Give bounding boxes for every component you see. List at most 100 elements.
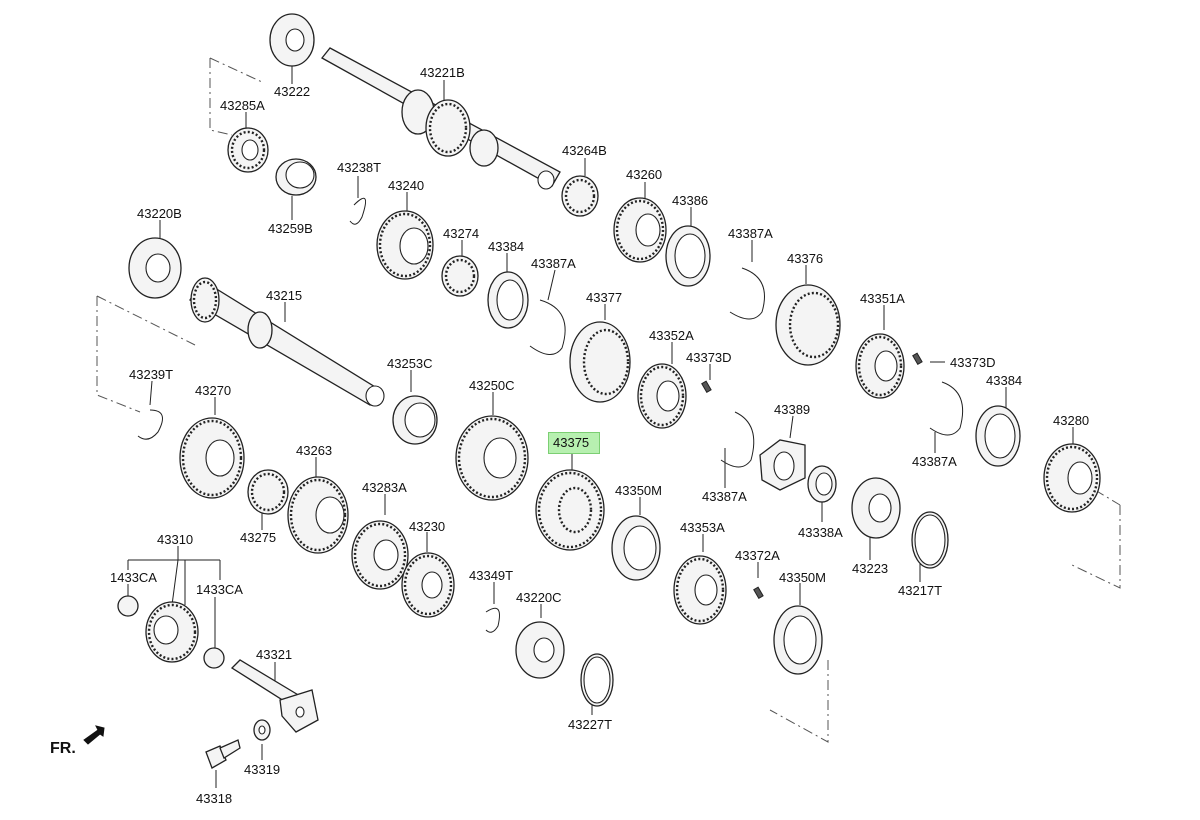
idler-gear-43310 — [145, 601, 199, 663]
label-43384-upper[interactable]: 43384 — [488, 239, 525, 254]
gear-43375 — [535, 469, 605, 551]
label-43221B[interactable]: 43221B — [420, 65, 465, 80]
label-43376[interactable]: 43376 — [787, 251, 824, 266]
label-43353A[interactable]: 43353A — [680, 520, 725, 535]
label-43387A-2[interactable]: 43387A — [728, 226, 773, 241]
snap-ring-43387A-2 — [729, 267, 765, 320]
bearing-43220B — [128, 237, 182, 299]
gear-43230 — [401, 552, 455, 618]
sync-ring-43386 — [665, 225, 711, 287]
shim-43227T — [580, 653, 614, 707]
label-43350M-upper[interactable]: 43350M — [615, 483, 662, 498]
needle-bearing-43274 — [441, 255, 479, 297]
label-43222[interactable]: 43222 — [274, 84, 311, 99]
label-43387A-4[interactable]: 43387A — [912, 454, 957, 469]
hub-43352A — [637, 363, 687, 429]
label-43217T[interactable]: 43217T — [898, 583, 943, 598]
guide-lines — [96, 57, 1121, 743]
label-43310[interactable]: 43310 — [157, 532, 194, 547]
label-43250C[interactable]: 43250C — [469, 378, 515, 393]
spacer-43253C — [392, 395, 438, 445]
front-direction-label: FR. — [50, 740, 76, 757]
snap-ring-43387A-3 — [720, 411, 755, 468]
washer-43338A — [807, 465, 837, 503]
bearing-43222 — [269, 13, 315, 67]
label-43375-highlighted[interactable]: 43375 — [548, 432, 600, 454]
sync-ring-43384-upper — [487, 271, 529, 329]
label-43384-lower[interactable]: 43384 — [986, 373, 1023, 388]
snap-ring-43238T — [349, 197, 367, 225]
label-43372A[interactable]: 43372A — [735, 548, 780, 563]
snap-ring-43387A-4 — [929, 381, 964, 436]
label-43321[interactable]: 43321 — [256, 647, 293, 662]
needle-bearing-43275 — [247, 469, 289, 515]
snap-ring-43387A-1 — [529, 299, 566, 355]
label-43283A[interactable]: 43283A — [362, 480, 407, 495]
label-43270[interactable]: 43270 — [195, 383, 232, 398]
bolt-43318 — [205, 739, 241, 769]
label-43223[interactable]: 43223 — [852, 561, 889, 576]
label-43350M-lower[interactable]: 43350M — [779, 570, 826, 585]
front-arrow-icon — [83, 725, 105, 745]
label-43220C[interactable]: 43220C — [516, 590, 562, 605]
shim-43217T — [911, 511, 949, 569]
label-43220B[interactable]: 43220B — [137, 206, 182, 221]
sync-ring-43384-lower — [975, 405, 1021, 467]
sync-ring-43350M-lower — [773, 605, 823, 675]
label-43389[interactable]: 43389 — [774, 402, 811, 417]
label-43387A-3[interactable]: 43387A — [702, 489, 747, 504]
key-43372A — [753, 586, 764, 600]
bushing-1433CA-left — [117, 595, 139, 617]
label-43387A-1[interactable]: 43387A — [531, 256, 576, 271]
label-43319[interactable]: 43319 — [244, 762, 281, 777]
sleeve-43376 — [775, 284, 841, 366]
label-43253C[interactable]: 43253C — [387, 356, 433, 371]
label-43230[interactable]: 43230 — [409, 519, 446, 534]
label-43264B[interactable]: 43264B — [562, 143, 607, 158]
label-43240[interactable]: 43240 — [388, 178, 425, 193]
bearing-43223 — [851, 477, 901, 539]
key-43373D-2 — [912, 352, 923, 366]
label-43280[interactable]: 43280 — [1053, 413, 1090, 428]
needle-bearing-43264B — [561, 175, 599, 217]
sync-ring-43350M-upper — [611, 515, 661, 581]
label-43386[interactable]: 43386 — [672, 193, 709, 208]
label-43338A[interactable]: 43338A — [798, 525, 843, 540]
gear-43240 — [376, 210, 434, 280]
label-43373D-1[interactable]: 43373D — [686, 350, 732, 365]
output-shaft-43215 — [189, 277, 385, 407]
idler-shaft-43321 — [230, 659, 319, 733]
label-43238T[interactable]: 43238T — [337, 160, 382, 175]
label-43259B[interactable]: 43259B — [268, 221, 313, 236]
input-shaft-43221B — [321, 47, 561, 190]
hub-43353A — [673, 555, 727, 625]
washer-43319 — [253, 719, 271, 741]
label-43227T[interactable]: 43227T — [568, 717, 613, 732]
label-43215[interactable]: 43215 — [266, 288, 303, 303]
label-43263[interactable]: 43263 — [296, 443, 333, 458]
label-43275[interactable]: 43275 — [240, 530, 277, 545]
label-43373D-2[interactable]: 43373D — [950, 355, 996, 370]
label-43349T[interactable]: 43349T — [469, 568, 514, 583]
label-1433CA-right[interactable]: 1433CA — [196, 582, 243, 597]
label-1433CA-left[interactable]: 1433CA — [110, 570, 157, 585]
bearing-43220C — [515, 621, 565, 679]
snap-ring-43239T — [137, 409, 163, 440]
label-43274[interactable]: 43274 — [443, 226, 480, 241]
snap-ring-43349T — [485, 607, 500, 633]
label-43351A[interactable]: 43351A — [860, 291, 905, 306]
label-43352A[interactable]: 43352A — [649, 328, 694, 343]
gear-43283A — [351, 520, 409, 590]
parts-artwork — [83, 13, 1101, 769]
hub-43351A — [855, 333, 905, 399]
key-43373D-1 — [701, 380, 712, 394]
label-43318[interactable]: 43318 — [196, 791, 233, 806]
label-43239T[interactable]: 43239T — [129, 367, 174, 382]
label-43260[interactable]: 43260 — [626, 167, 663, 182]
gear-43250C — [455, 415, 529, 501]
bushing-1433CA-right — [203, 647, 225, 669]
bushing-43259B — [275, 158, 317, 196]
label-43285A[interactable]: 43285A — [220, 98, 265, 113]
label-43377[interactable]: 43377 — [586, 290, 623, 305]
